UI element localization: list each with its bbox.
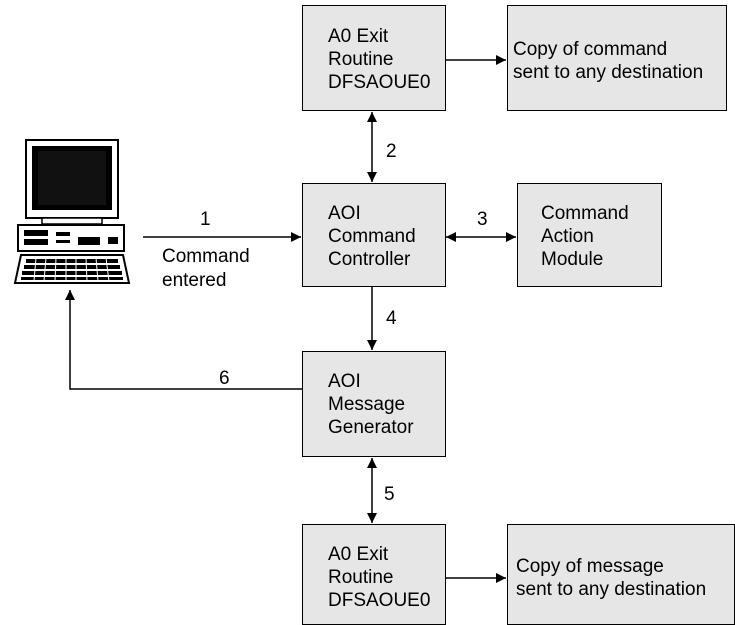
box-line: DFSAOUE0 [328, 72, 431, 93]
aoi-command-controller-box: AOI Command Controller [302, 183, 446, 287]
box-line: sent to any destination [516, 579, 707, 600]
copy-of-message-box: Copy of message sent to any destination [507, 524, 735, 625]
box-line: Routine [328, 49, 394, 70]
step-4-number: 4 [386, 308, 397, 329]
box-line: Action [541, 226, 594, 247]
box-line: Copy of command [513, 39, 668, 60]
step-6-number: 6 [219, 368, 230, 389]
box-line: Message [328, 394, 406, 415]
box-line: A0 Exit [328, 544, 389, 565]
box-line: Command [541, 203, 629, 224]
a0-exit-routine-top-box: A0 Exit Routine DFSAOUE0 [302, 5, 446, 111]
aoi-message-generator-box: AOI Message Generator [302, 351, 446, 457]
command-action-module-box: Command Action Module [517, 183, 662, 287]
box-line: sent to any destination [513, 62, 704, 83]
desktop-computer-icon [13, 139, 131, 284]
step-5-number: 5 [384, 484, 395, 505]
box-line: Command [328, 226, 416, 247]
step-1-label-line: entered [162, 270, 227, 291]
box-line: Generator [328, 417, 414, 438]
box-line: Controller [328, 249, 411, 270]
box-line: Copy of message [516, 556, 664, 577]
box-line: AOI [328, 203, 361, 224]
box-line: Routine [328, 567, 394, 588]
arrow-step-6 [65, 290, 302, 390]
step-1-number: 1 [200, 209, 211, 230]
box-line: A0 Exit [328, 26, 389, 47]
step-1-label-line: Command [162, 246, 250, 267]
a0-exit-routine-bottom-box: A0 Exit Routine DFSAOUE0 [302, 524, 446, 625]
step-2-number: 2 [386, 141, 397, 162]
box-line: AOI [328, 371, 361, 392]
box-line: DFSAOUE0 [328, 590, 431, 611]
box-line: Module [541, 249, 604, 270]
step-3-number: 3 [477, 209, 488, 230]
copy-of-command-box: Copy of command sent to any destination [507, 5, 727, 111]
